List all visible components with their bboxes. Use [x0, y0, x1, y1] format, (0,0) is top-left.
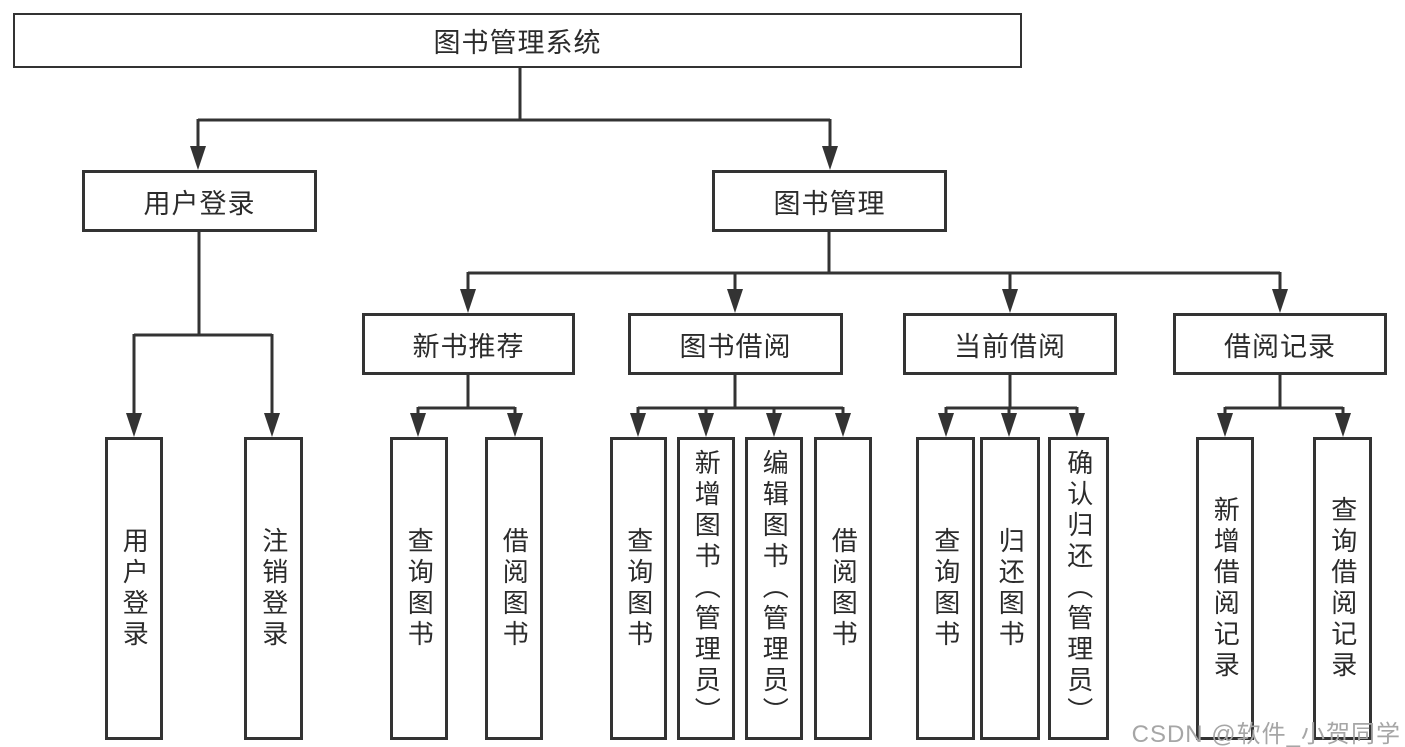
node-new-book-recommendation: 新书推荐 [362, 313, 575, 375]
node-borrow-books-leaf-label: 借阅图书 [828, 526, 859, 651]
node-add-book-admin: 新增图书（管理员） [677, 437, 735, 740]
csdn-watermark: CSDN @软件_小贺同学 [1131, 721, 1401, 747]
node-edit-book-admin: 编辑图书（管理员） [745, 437, 803, 740]
node-query-books-current: 查询图书 [916, 437, 975, 740]
node-query-books-recommend-label: 查询图书 [404, 526, 435, 651]
node-query-books-borrowing-label: 查询图书 [623, 526, 654, 651]
tree-edges [132, 68, 1345, 414]
node-book-borrowing: 图书借阅 [628, 313, 843, 375]
node-user-login-leaf: 用户登录 [105, 437, 163, 740]
node-query-borrow-record: 查询借阅记录 [1313, 437, 1372, 740]
node-borrow-books-recommend-label: 借阅图书 [499, 526, 530, 651]
node-user-login-leaf-label: 用户登录 [119, 526, 150, 651]
node-add-borrow-record: 新增借阅记录 [1196, 437, 1254, 740]
arrowheads [126, 146, 1351, 437]
node-logout-leaf: 注销登录 [244, 437, 303, 740]
node-query-books-borrowing: 查询图书 [610, 437, 667, 740]
node-library-system-root: 图书管理系统 [13, 13, 1022, 68]
node-confirm-return-admin-label: 确认归还（管理员） [1063, 449, 1094, 728]
node-borrow-books-leaf: 借阅图书 [814, 437, 872, 740]
node-borrowing-records: 借阅记录 [1173, 313, 1387, 375]
node-add-book-admin-label: 新增图书（管理员） [691, 449, 722, 728]
node-return-book: 归还图书 [980, 437, 1040, 740]
node-current-borrowing: 当前借阅 [903, 313, 1117, 375]
node-logout-leaf-label: 注销登录 [258, 526, 289, 651]
node-user-login-branch: 用户登录 [82, 170, 317, 232]
node-query-books-current-label: 查询图书 [930, 526, 961, 651]
node-book-management-branch: 图书管理 [712, 170, 947, 232]
node-return-book-label: 归还图书 [995, 526, 1026, 651]
node-confirm-return-admin: 确认归还（管理员） [1048, 437, 1109, 740]
node-borrow-books-recommend: 借阅图书 [485, 437, 543, 740]
node-query-books-recommend: 查询图书 [390, 437, 448, 740]
node-add-borrow-record-label: 新增借阅记录 [1210, 495, 1241, 682]
node-edit-book-admin-label: 编辑图书（管理员） [759, 449, 790, 728]
node-query-borrow-record-label: 查询借阅记录 [1327, 495, 1358, 682]
